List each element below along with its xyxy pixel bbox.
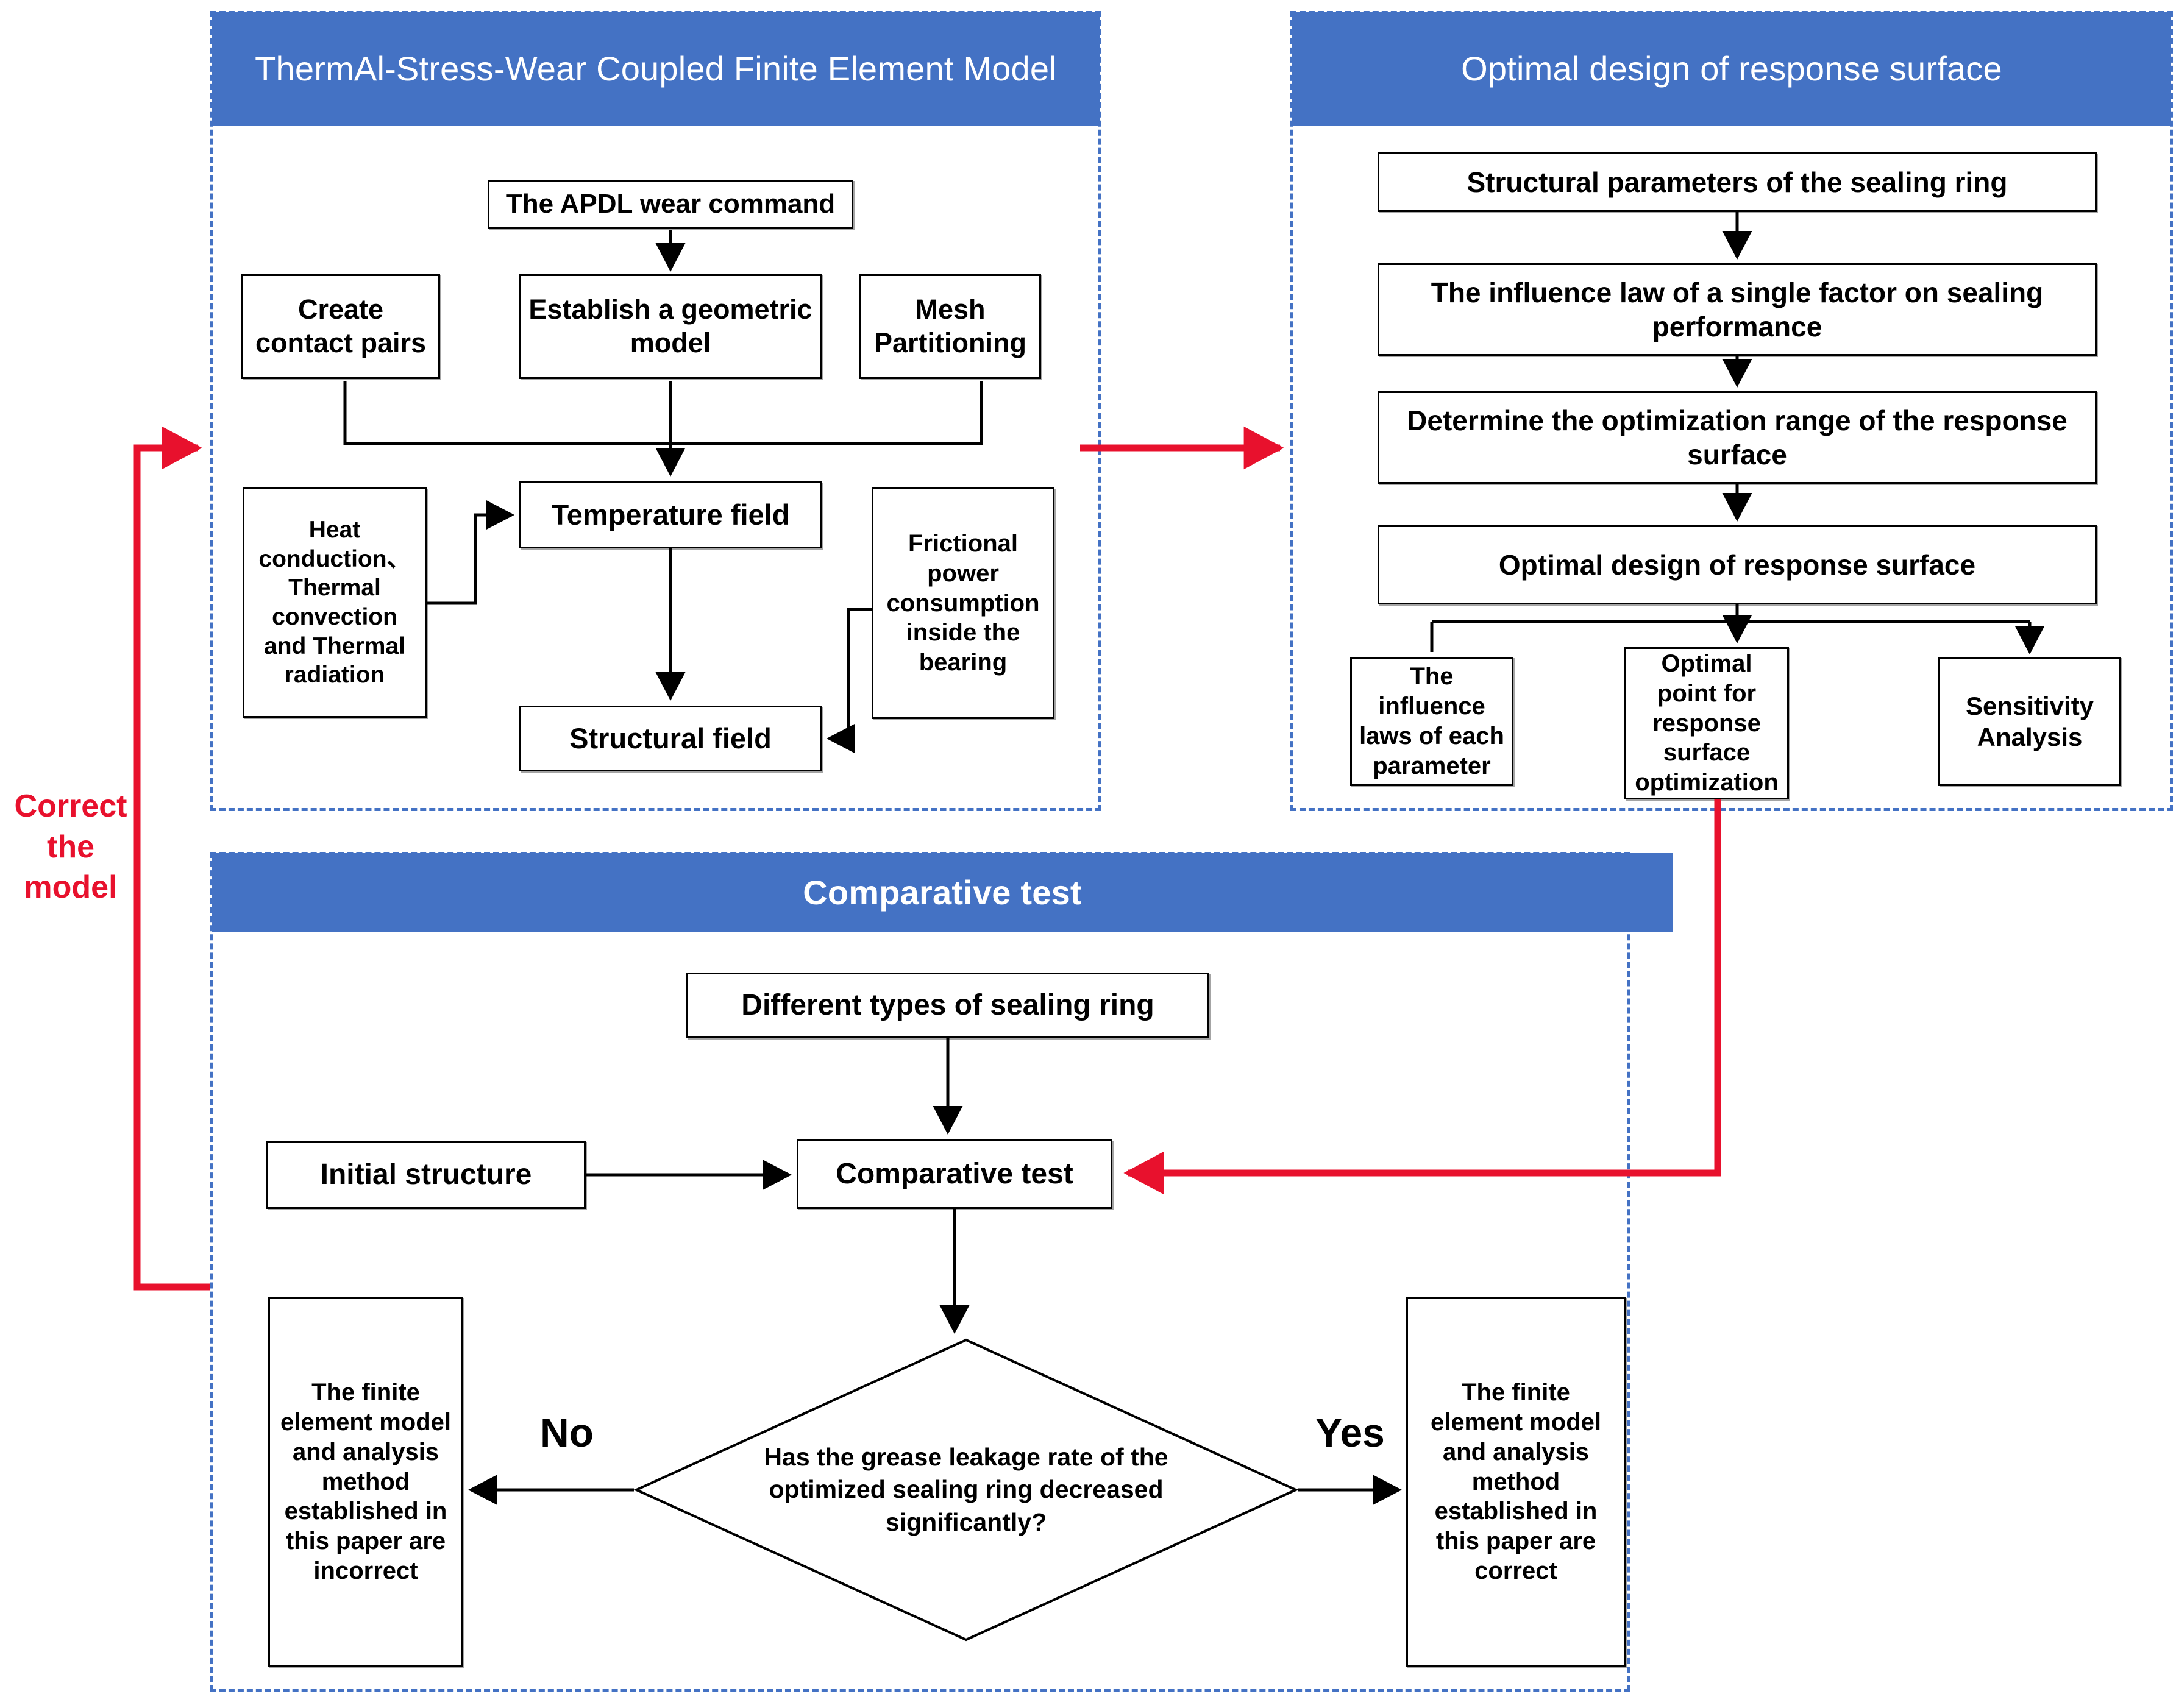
node-apdl-label: The APDL wear command <box>505 189 836 219</box>
node-initial-structure[interactable]: Initial structure <box>266 1141 586 1209</box>
node-structural-parameters[interactable]: Structural parameters of the sealing rin… <box>1378 152 2097 212</box>
node-heat-transfer-modes[interactable]: Heat conduction、Thermal convection and T… <box>243 487 427 718</box>
node-comparative-test-label: Comparative test <box>836 1157 1073 1190</box>
decision-diamond[interactable]: Has the grease leakage rate of the optim… <box>634 1338 1298 1642</box>
node-opt-range-label: Determine the optimization range of the … <box>1407 404 2068 470</box>
wire-correct-the-model-feedback <box>133 426 210 1291</box>
banner-rsm-title: Optimal design of response surface <box>1461 49 2002 88</box>
banner-fem: ThermAl-Stress-Wear Coupled Finite Eleme… <box>212 12 1100 126</box>
label-yes: Yes <box>1289 1409 1411 1457</box>
label-correct-the-model: Correct the model <box>6 786 135 908</box>
banner-test-title: Comparative test <box>803 873 1082 912</box>
node-geometric-model-label: Establish a geometric model <box>528 294 812 358</box>
node-influence-laws-each-parameter[interactable]: The influence laws of each parameter <box>1350 657 1513 786</box>
node-mesh-label: Mesh Partitioning <box>874 294 1026 358</box>
node-incorrect-label: The finite element model and analysis me… <box>280 1379 452 1584</box>
node-structural-field[interactable]: Structural field <box>519 706 822 771</box>
label-correct-the-model-text: Correct the model <box>14 788 127 905</box>
node-initial-structure-label: Initial structure <box>320 1158 532 1191</box>
node-friction-label: Frictional power consumption inside the … <box>886 530 1040 676</box>
node-comparative-test[interactable]: Comparative test <box>797 1139 1112 1209</box>
node-optimal-point-label: Optimal point for response surface optim… <box>1635 650 1779 796</box>
node-temperature-field-label: Temperature field <box>551 498 790 531</box>
node-establish-geometric-model[interactable]: Establish a geometric model <box>519 274 822 379</box>
banner-rsm: Optimal design of response surface <box>1292 12 2171 126</box>
banner-fem-title: ThermAl-Stress-Wear Coupled Finite Eleme… <box>255 49 1057 88</box>
node-optimal-design-response-surface[interactable]: Optimal design of response surface <box>1378 525 2097 604</box>
node-heat-label: Heat conduction、Thermal convection and T… <box>258 517 411 689</box>
node-influence-laws-label: The influence laws of each parameter <box>1359 663 1504 779</box>
node-structural-params-label: Structural parameters of the sealing rin… <box>1467 166 2008 198</box>
node-optimization-range[interactable]: Determine the optimization range of the … <box>1378 391 2097 484</box>
node-sealing-types-label: Different types of sealing ring <box>741 988 1154 1021</box>
node-sensitivity-label: Sensitivity Analysis <box>1965 691 2094 751</box>
banner-test: Comparative test <box>212 853 1673 932</box>
node-conclusion-correct[interactable]: The finite element model and analysis me… <box>1406 1297 1626 1667</box>
node-different-sealing-types[interactable]: Different types of sealing ring <box>686 973 1209 1038</box>
node-single-factor-influence[interactable]: The influence law of a single factor on … <box>1378 263 2097 356</box>
node-frictional-power-consumption[interactable]: Frictional power consumption inside the … <box>872 487 1054 719</box>
node-temperature-field[interactable]: Temperature field <box>519 481 822 548</box>
node-optimal-design-label: Optimal design of response surface <box>1498 548 1976 581</box>
node-single-factor-label: The influence law of a single factor on … <box>1431 276 2044 342</box>
label-yes-text: Yes <box>1315 1410 1385 1455</box>
node-apdl-wear-command[interactable]: The APDL wear command <box>488 180 853 229</box>
node-conclusion-incorrect[interactable]: The finite element model and analysis me… <box>268 1297 463 1667</box>
label-no: No <box>506 1409 628 1457</box>
node-contact-pairs-label: Create contact pairs <box>255 294 427 358</box>
decision-label: Has the grease leakage rate of the optim… <box>764 1443 1168 1536</box>
node-create-contact-pairs[interactable]: Create contact pairs <box>241 274 440 379</box>
node-mesh-partitioning[interactable]: Mesh Partitioning <box>859 274 1041 379</box>
node-sensitivity-analysis[interactable]: Sensitivity Analysis <box>1938 657 2121 786</box>
node-optimal-point-response-surface[interactable]: Optimal point for response surface optim… <box>1624 647 1789 799</box>
node-correct-label: The finite element model and analysis me… <box>1430 1379 1602 1584</box>
node-structural-field-label: Structural field <box>569 722 772 755</box>
label-no-text: No <box>540 1410 594 1455</box>
